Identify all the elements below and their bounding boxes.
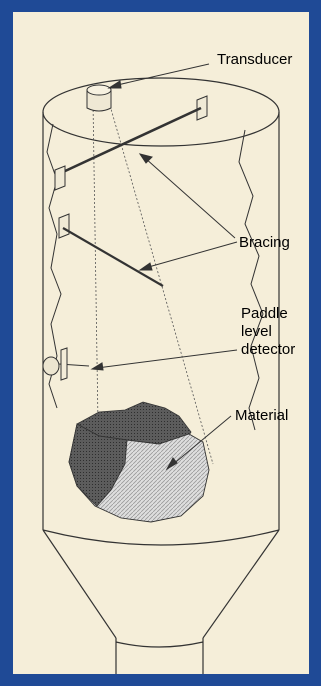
bracing-lower — [59, 214, 163, 286]
leader-transducer — [113, 64, 209, 86]
leader-paddle — [97, 350, 237, 368]
bracing-upper — [55, 96, 207, 190]
material-pile — [69, 402, 209, 522]
label-paddle-line-1: Paddle — [241, 305, 288, 322]
label-paddle-line-3: detector — [241, 341, 295, 358]
label-bracing: Bracing — [239, 234, 290, 251]
arrowhead-transducer — [109, 81, 121, 88]
arrowhead-paddle — [92, 363, 103, 370]
label-transducer: Transducer — [217, 51, 292, 68]
arrowhead-bracing-lower — [140, 263, 152, 270]
cutaway-right-edge — [239, 130, 263, 430]
silo-diagram: Transducer Bracing Paddle level detector… — [13, 12, 309, 674]
label-material: Material — [235, 407, 288, 424]
silo — [43, 78, 279, 674]
paddle-level-detector-icon — [43, 348, 89, 380]
cutaway-edges — [47, 124, 263, 430]
silo-cone-left — [43, 530, 116, 638]
silo-cone-front — [43, 530, 279, 545]
arrowhead-bracing-upper — [140, 154, 152, 163]
leader-bracing-upper — [145, 158, 235, 238]
leader-bracing-lower — [145, 242, 237, 268]
silo-cone-right — [203, 530, 279, 638]
transducer-icon — [87, 85, 111, 111]
label-paddle-line-2: level — [241, 323, 272, 340]
silo-outlet — [116, 638, 203, 674]
